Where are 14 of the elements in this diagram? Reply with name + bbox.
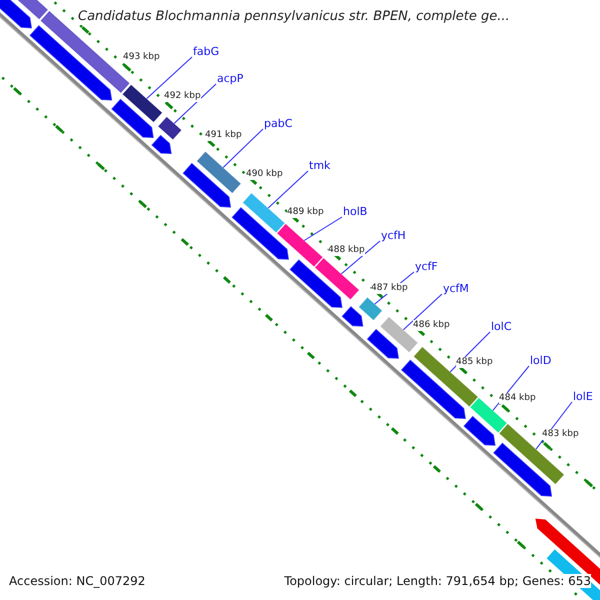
scale-label: 492 kbp: [164, 91, 201, 102]
scale-label: 490 kbp: [246, 169, 283, 180]
scale-label: 489 kbp: [287, 207, 324, 218]
scale-label: 488 kbp: [328, 245, 365, 256]
genome-summary-text: Topology: circular; Length: 791,654 bp; Genes: 653: [284, 574, 591, 588]
title: Candidatus Blochmannia pennsylvanicus str. BPEN, complete ge...: [78, 9, 510, 25]
scale-label: 484 kbp: [499, 393, 536, 404]
scale-label: 485 kbp: [456, 357, 493, 368]
scale-label: 491 kbp: [205, 130, 242, 141]
scale-label: 486 kbp: [413, 320, 450, 331]
scale-label: 483 kbp: [542, 429, 579, 440]
accession-text: Accession: NC_007292: [9, 574, 146, 588]
scale-label: 493 kbp: [123, 52, 160, 63]
scale-label: 487 kbp: [371, 283, 408, 294]
